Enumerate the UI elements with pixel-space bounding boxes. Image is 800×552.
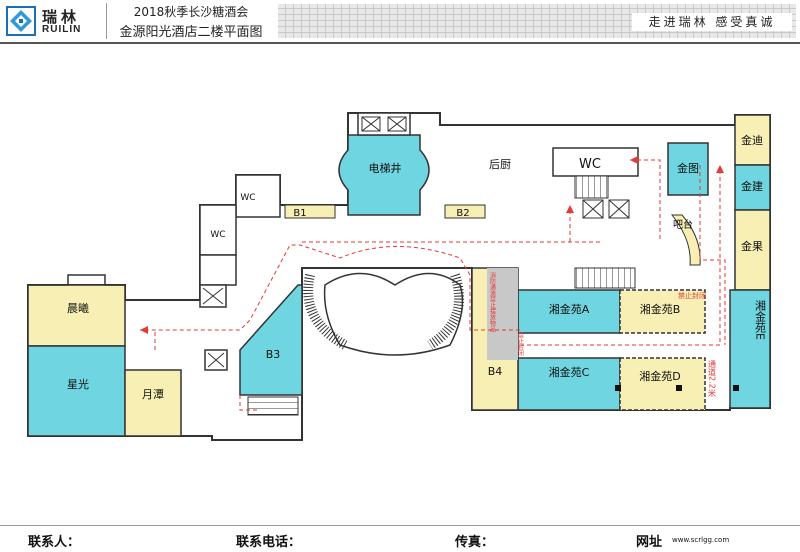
atrium bbox=[323, 272, 464, 356]
note-closed-vertical: 禁止封闭 bbox=[517, 332, 524, 357]
note-corridor: 消防通道禁止摆放物品 bbox=[489, 271, 496, 333]
label-chenxi: 晨曦 bbox=[67, 301, 89, 315]
room-wc-big[interactable] bbox=[552, 147, 639, 177]
room-wc1[interactable] bbox=[235, 174, 281, 218]
slogan: 走进瑞林 感受真诚 bbox=[632, 13, 792, 31]
label-xjy-d: 湘金苑D bbox=[639, 369, 680, 383]
title-box: 2018秋季长沙糖酒会 金源阳光酒店二楼平面图 bbox=[106, 3, 275, 40]
label-yuetan: 月潭 bbox=[142, 388, 164, 401]
label-wc-big: WC bbox=[579, 157, 601, 172]
spiral-stair-left bbox=[303, 273, 348, 350]
logo-chinese: 瑞林 bbox=[42, 8, 81, 26]
room-jinjian[interactable] bbox=[734, 164, 771, 211]
label-jinguo: 金果 bbox=[741, 239, 763, 253]
label-wc1: WC bbox=[240, 193, 255, 203]
room-small-left bbox=[199, 254, 237, 286]
room-jintu[interactable] bbox=[667, 142, 709, 196]
label-b3: B3 bbox=[266, 348, 281, 361]
label-b2: B2 bbox=[456, 208, 469, 219]
room-jindi[interactable] bbox=[734, 114, 771, 166]
map-title: 金源阳光酒店二楼平面图 bbox=[119, 25, 263, 40]
label-xjy-e: 湘金苑E bbox=[754, 299, 767, 340]
spiral-stair-right bbox=[427, 273, 465, 350]
site-url[interactable]: www.scrlgg.com bbox=[672, 536, 730, 544]
note-channel: 通道2.2米 bbox=[708, 359, 717, 398]
label-b4: B4 bbox=[488, 365, 503, 378]
label-bar: 吧台 bbox=[673, 218, 693, 231]
contact-label: 联系人： bbox=[28, 535, 81, 550]
room-chenxi[interactable] bbox=[27, 284, 126, 347]
gray-zone bbox=[487, 268, 518, 360]
label-jintu: 金图 bbox=[677, 161, 699, 175]
footer: 联系人： 联系电话： 传真： 网址 www.scrlgg.com bbox=[0, 525, 800, 552]
note-closed: 禁止封闭 bbox=[678, 291, 706, 300]
header: 瑞林 RUILIN 2018秋季长沙糖酒会 金源阳光酒店二楼平面图 走进瑞林 感… bbox=[0, 0, 800, 44]
room-wc2[interactable] bbox=[199, 204, 237, 256]
label-b1: B1 bbox=[293, 208, 306, 219]
fax-label: 传真： bbox=[455, 535, 495, 550]
label-jindi: 金迪 bbox=[741, 133, 763, 147]
logo-english: RUILIN bbox=[42, 24, 82, 35]
room-xjy-d[interactable] bbox=[619, 357, 706, 411]
wall-chenxi-top bbox=[28, 274, 125, 286]
logo: 瑞林 RUILIN bbox=[6, 4, 104, 38]
room-jinguo[interactable] bbox=[734, 209, 771, 291]
label-xingguang: 星光 bbox=[67, 377, 89, 391]
label-jinjian: 金建 bbox=[741, 179, 763, 193]
header-pattern bbox=[278, 4, 796, 38]
room-xingguang[interactable] bbox=[27, 345, 126, 437]
label-kitchen: 后厨 bbox=[489, 158, 511, 171]
evacuation-route bbox=[140, 159, 726, 411]
site-label: 网址 bbox=[636, 535, 663, 550]
bar-counter[interactable] bbox=[670, 214, 701, 266]
booth-b3[interactable] bbox=[239, 284, 303, 396]
event-title: 2018秋季长沙糖酒会 bbox=[133, 5, 249, 19]
label-xjy-a: 湘金苑A bbox=[549, 302, 590, 316]
label-xjy-c: 湘金苑C bbox=[549, 365, 590, 379]
phone-label: 联系电话： bbox=[236, 535, 302, 550]
label-elevator: 电梯井 bbox=[369, 161, 402, 175]
room-xjy-b[interactable] bbox=[619, 289, 706, 334]
label-xjy-b: 湘金苑B bbox=[640, 302, 681, 316]
room-elevator[interactable] bbox=[338, 134, 430, 216]
booth-b1[interactable] bbox=[284, 204, 336, 219]
room-yuetan[interactable] bbox=[124, 369, 182, 437]
logo-icon bbox=[6, 6, 36, 36]
booth-b2[interactable] bbox=[444, 204, 486, 219]
label-wc2: WC bbox=[210, 230, 225, 240]
